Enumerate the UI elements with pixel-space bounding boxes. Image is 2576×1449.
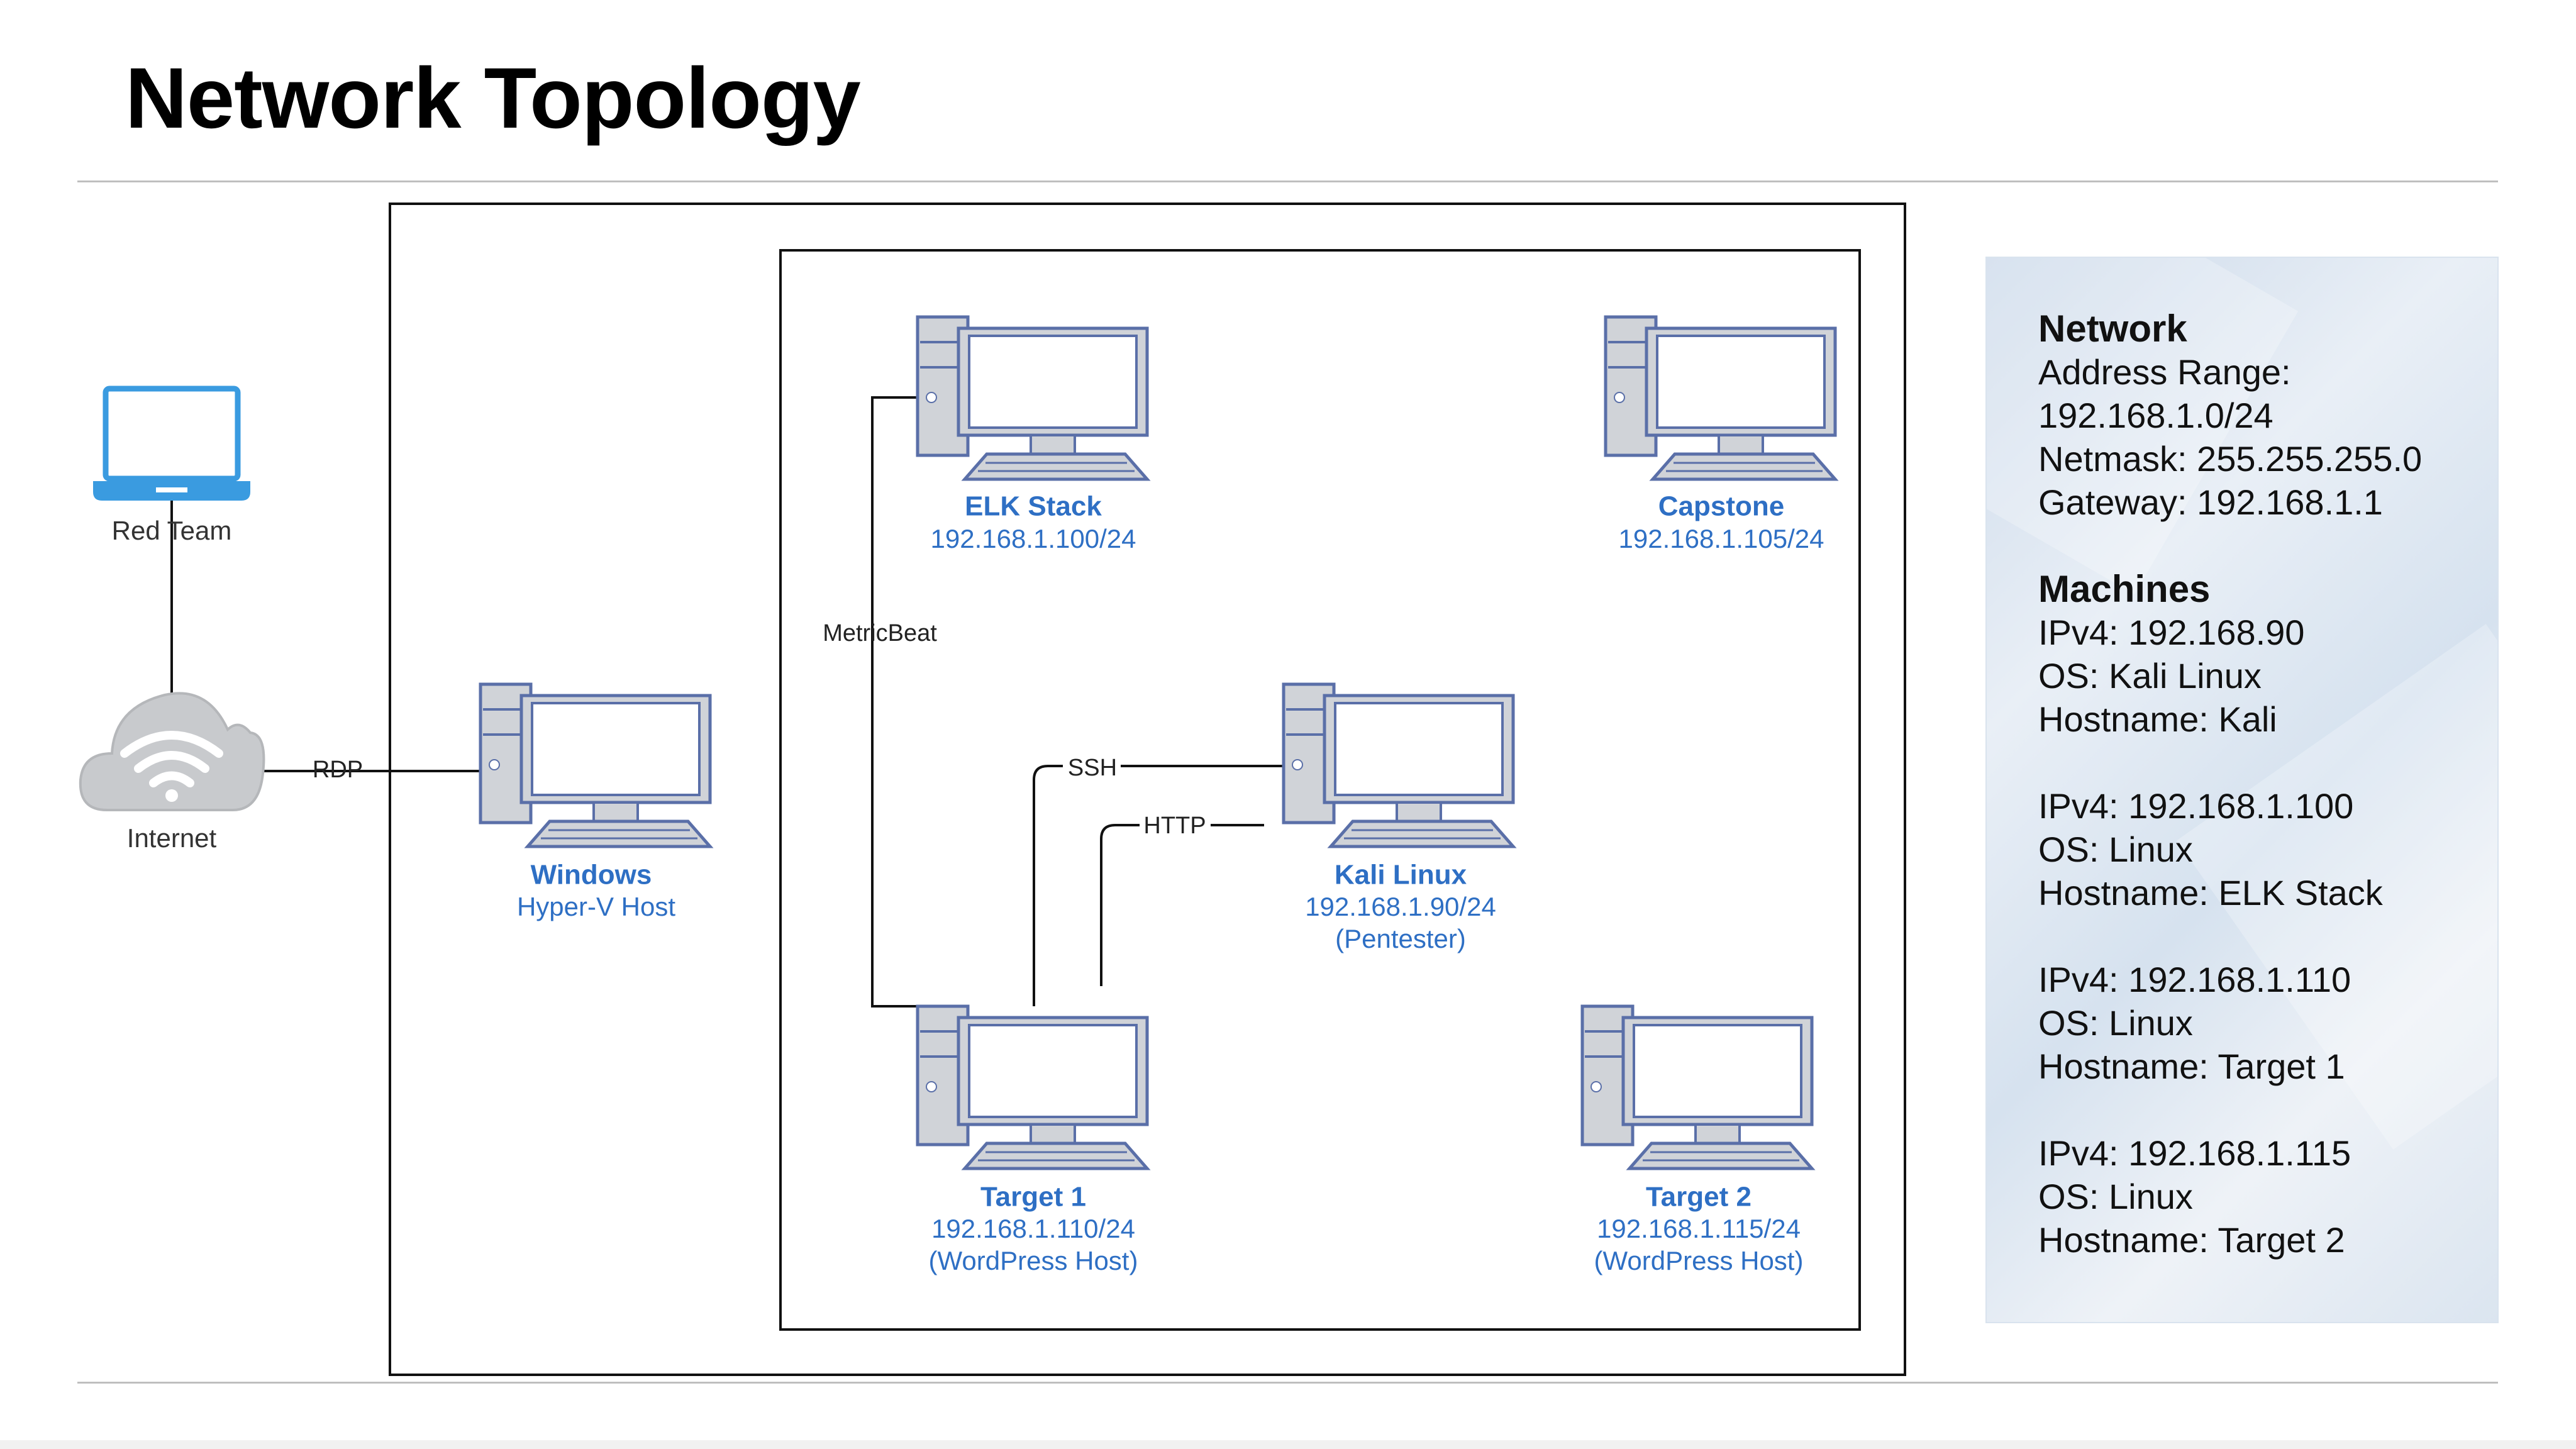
ssh-link xyxy=(1033,765,1284,1006)
windows-sub: Hyper-V Host xyxy=(517,892,675,921)
machine-os: OS: Kali Linux xyxy=(2038,656,2262,696)
rdp-label: RDP xyxy=(313,757,363,783)
machines-heading: Machines xyxy=(2038,568,2211,610)
network-heading: Network xyxy=(2038,308,2187,350)
gateway-line: Gateway: 192.168.1.1 xyxy=(2038,482,2383,522)
target2-ip: 192.168.1.115/24 xyxy=(1597,1214,1801,1243)
footer-band xyxy=(0,1440,2576,1449)
address-range-label: Address Range: xyxy=(2038,352,2291,392)
machine-ipv4: IPv4: 192.168.90 xyxy=(2038,613,2305,652)
elk-computer-icon xyxy=(918,317,1147,479)
top-divider xyxy=(77,180,2498,182)
ssh-label: SSH xyxy=(1068,755,1117,781)
netmask-line: Netmask: 255.255.255.0 xyxy=(2038,439,2423,479)
kali-name: Kali Linux xyxy=(1335,860,1467,891)
windows-name: Windows xyxy=(531,860,652,891)
machine-hostname: Hostname: Target 2 xyxy=(2038,1220,2345,1260)
target2-computer-icon xyxy=(1582,1006,1812,1169)
virtual-network-boundary xyxy=(779,249,1861,1331)
target1-name: Target 1 xyxy=(980,1182,1086,1213)
target2-role: (WordPress Host) xyxy=(1594,1246,1804,1275)
internet-label: Internet xyxy=(127,823,217,853)
metricbeat-link xyxy=(871,396,918,1008)
machine-ipv4: IPv4: 192.168.1.100 xyxy=(2038,786,2354,826)
target1-ip: 192.168.1.110/24 xyxy=(931,1214,1135,1243)
metricbeat-label: MetricBeat xyxy=(823,620,937,647)
panel-content: Network Address Range: 192.168.1.0/24 Ne… xyxy=(2038,307,2422,1262)
bottom-divider xyxy=(77,1382,2498,1384)
target2-name: Target 2 xyxy=(1646,1182,1752,1213)
machine-hostname: Hostname: Target 1 xyxy=(2038,1046,2345,1086)
kali-computer-icon xyxy=(1284,684,1513,847)
http-label: HTTP xyxy=(1143,813,1206,839)
kali-ip: 192.168.1.90/24 xyxy=(1305,892,1496,921)
hyperv-host-boundary xyxy=(389,203,1906,1376)
kali-role: (Pentester) xyxy=(1335,924,1466,953)
target1-computer-icon xyxy=(918,1006,1147,1169)
network-info-panel: Network Address Range: 192.168.1.0/24 Ne… xyxy=(1985,257,2499,1323)
machine-os: OS: Linux xyxy=(2038,1003,2193,1043)
address-range-value: 192.168.1.0/24 xyxy=(2038,396,2273,435)
windows-computer-icon xyxy=(480,684,710,847)
machine-hostname: Hostname: ELK Stack xyxy=(2038,873,2383,913)
machine-os: OS: Linux xyxy=(2038,1177,2193,1216)
laptop-icon xyxy=(93,386,250,501)
red-team-label: Red Team xyxy=(112,516,232,545)
page-title: Network Topology xyxy=(125,50,861,147)
capstone-computer-icon xyxy=(1606,317,1835,479)
machine-ipv4: IPv4: 192.168.1.115 xyxy=(2038,1133,2351,1173)
elk-name: ELK Stack xyxy=(965,491,1102,522)
machine-os: OS: Linux xyxy=(2038,830,2193,869)
machine-hostname: Hostname: Kali xyxy=(2038,699,2277,739)
machine-ipv4: IPv4: 192.168.1.110 xyxy=(2038,960,2351,999)
elk-ip: 192.168.1.100/24 xyxy=(931,524,1136,553)
http-link xyxy=(1100,824,1264,986)
cloud-wifi-icon xyxy=(79,692,265,811)
capstone-name: Capstone xyxy=(1658,491,1784,522)
target1-role: (WordPress Host) xyxy=(929,1246,1138,1275)
capstone-ip: 192.168.1.105/24 xyxy=(1619,524,1824,553)
